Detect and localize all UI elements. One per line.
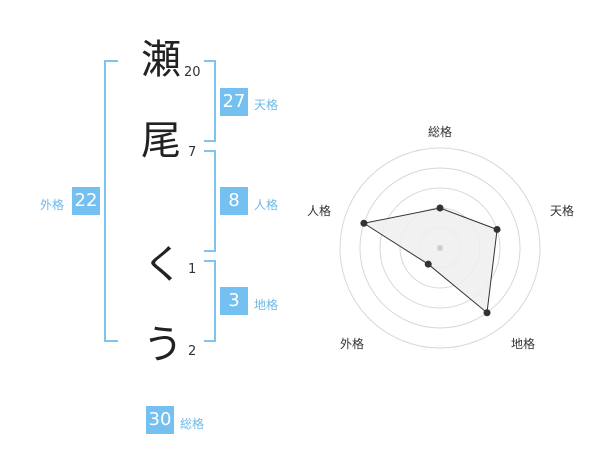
jinkaku-value: 8 <box>220 187 248 215</box>
soukaku-value: 30 <box>146 406 174 434</box>
name-char-4: う <box>143 322 183 368</box>
radar-label-chikaku: 地格 <box>511 337 536 351</box>
radar-label-jinkaku: 人格 <box>307 204 332 218</box>
radar-point-jinkaku <box>360 219 368 227</box>
jinkaku-label: 人格 <box>254 198 279 212</box>
radar-point-tenkaku <box>493 225 501 233</box>
radar-center <box>437 245 443 251</box>
radar-label-soukaku: 総格 <box>428 125 453 139</box>
radar-ring <box>359 167 521 329</box>
jinkaku-bracket <box>204 150 216 252</box>
tenkaku-bracket <box>204 60 216 142</box>
gaikaku-bracket <box>104 60 118 342</box>
chikaku-label: 地格 <box>254 298 279 312</box>
stroke-count-4: 2 <box>188 344 197 359</box>
radar-point-chikaku <box>483 309 491 317</box>
gaikaku-value: 22 <box>72 187 100 215</box>
radar-label-gaikaku: 外格 <box>340 337 365 351</box>
name-char-3: く <box>143 242 183 288</box>
radar-ring <box>379 187 501 309</box>
stroke-count-1: 20 <box>184 65 201 80</box>
gaikaku-label: 外格 <box>40 198 65 212</box>
radar-point-soukaku <box>436 204 444 212</box>
radar-area <box>362 207 498 314</box>
tenkaku-label: 天格 <box>254 98 279 112</box>
name-char-1: 瀬 <box>141 37 181 83</box>
radar-point-gaikaku <box>424 260 432 268</box>
name-char-2: 尾 <box>141 118 181 164</box>
radar-points <box>360 204 501 317</box>
chikaku-value: 3 <box>220 287 248 315</box>
soukaku-label: 総格 <box>180 417 205 431</box>
radar-ring <box>339 147 541 349</box>
stroke-count-3: 1 <box>188 262 197 277</box>
stroke-count-2: 7 <box>188 145 197 160</box>
chikaku-bracket <box>204 260 216 342</box>
tenkaku-value: 27 <box>220 88 248 116</box>
radar-label-tenkaku: 天格 <box>550 204 575 218</box>
